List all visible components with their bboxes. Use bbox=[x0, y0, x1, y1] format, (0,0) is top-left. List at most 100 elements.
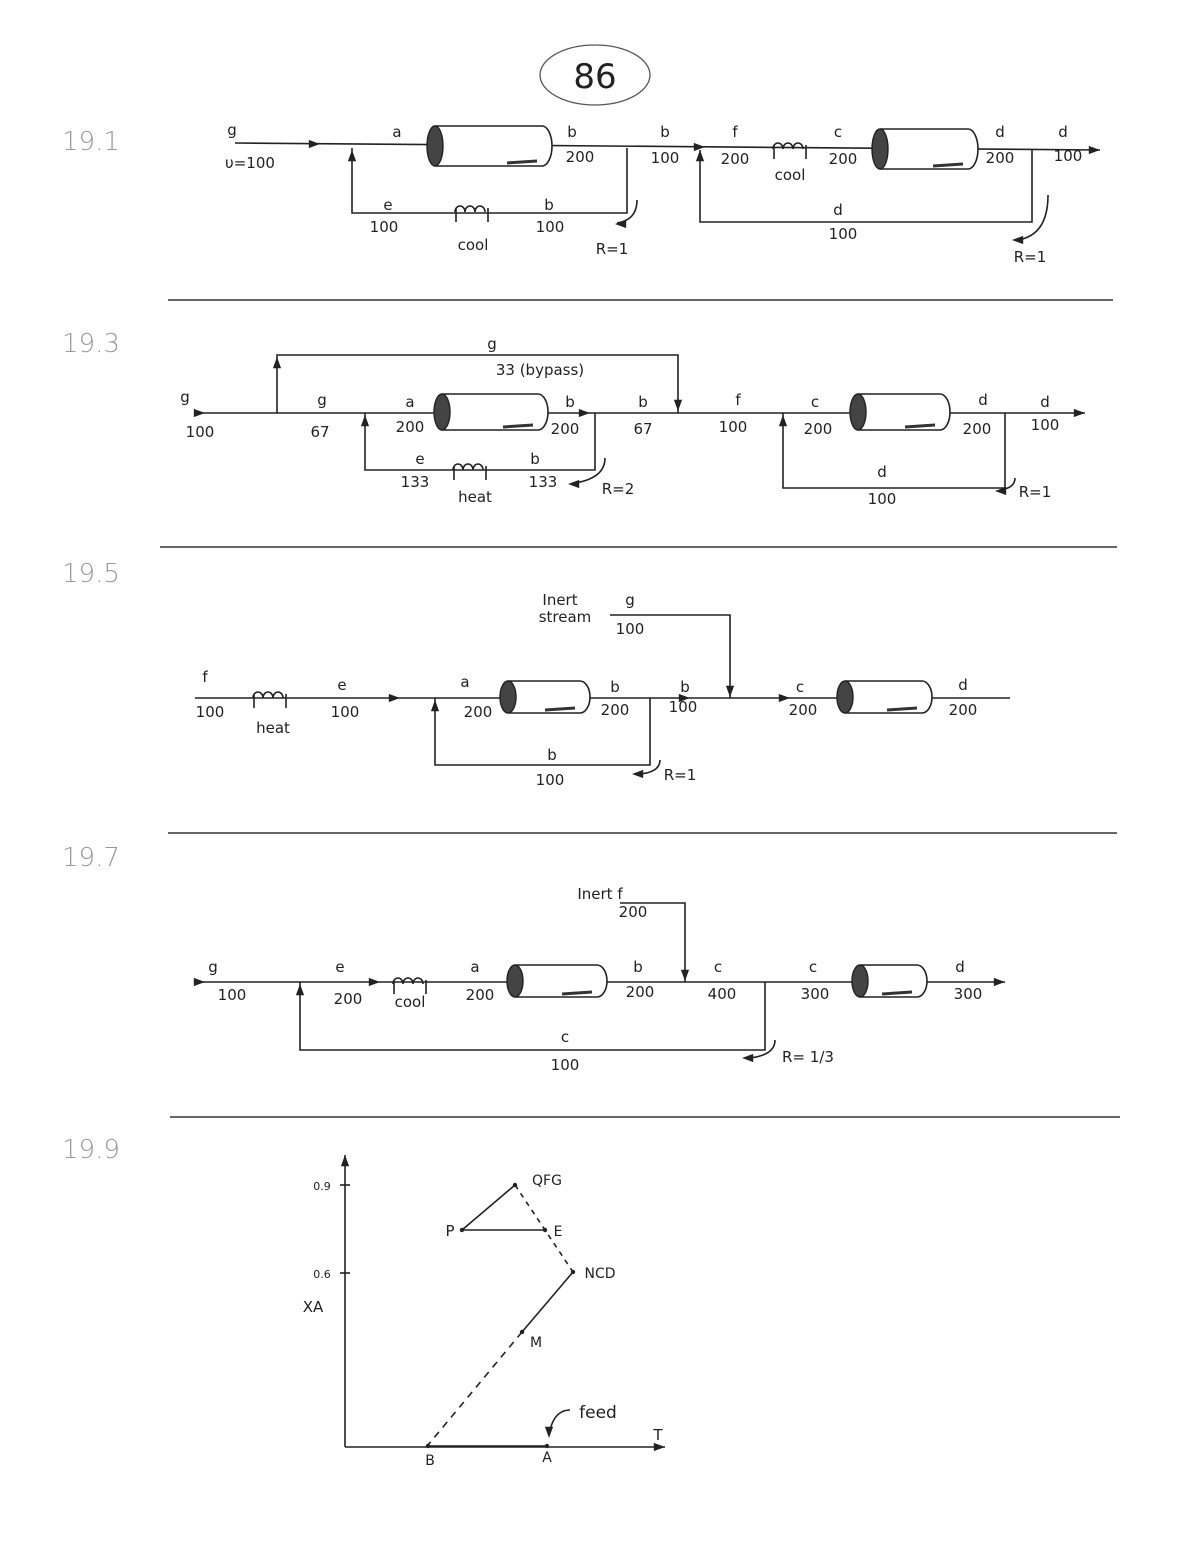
stream-label: d bbox=[1058, 123, 1068, 141]
heat-exchanger-coil-icon bbox=[392, 977, 427, 994]
stream-label: 100 bbox=[551, 1056, 580, 1074]
page-number-text: 86 bbox=[573, 57, 616, 97]
point-marker bbox=[425, 1443, 431, 1449]
stream-label: g bbox=[487, 335, 497, 353]
stream-label: b bbox=[530, 450, 540, 468]
stream-label: a bbox=[470, 958, 479, 976]
stream-label: 300 bbox=[954, 985, 983, 1003]
stream-label: cool bbox=[395, 993, 426, 1011]
stream-label: f bbox=[202, 668, 208, 686]
stream-label: g bbox=[180, 388, 190, 406]
stream-label: 200 bbox=[963, 420, 992, 438]
plot-label: NCD bbox=[584, 1266, 615, 1282]
plot-label: M bbox=[530, 1335, 542, 1351]
stream-label: 133 bbox=[401, 473, 430, 491]
problem-number: 19.7 bbox=[62, 843, 120, 873]
plot-label: T bbox=[652, 1426, 663, 1444]
stream-label: 100 bbox=[536, 218, 565, 236]
stream-label: 200 bbox=[566, 148, 595, 166]
stream-label: d bbox=[978, 391, 988, 409]
problem-number: 19.9 bbox=[62, 1135, 120, 1165]
stream-label: d bbox=[958, 676, 968, 694]
stream-label: stream bbox=[539, 608, 592, 626]
stream-label: 100 bbox=[196, 703, 225, 721]
arrow-icon bbox=[993, 977, 1005, 987]
stream-label: 67 bbox=[633, 420, 652, 438]
stream-label: υ=100 bbox=[225, 154, 275, 172]
reactor-inlet bbox=[499, 680, 517, 714]
stream-label: cool bbox=[775, 166, 806, 184]
stream-label: c bbox=[714, 958, 722, 976]
stream-label: d bbox=[877, 463, 887, 481]
arrow-icon bbox=[578, 408, 590, 418]
problem-number: 19.3 bbox=[62, 329, 120, 359]
heat-exchanger-coil-icon bbox=[452, 463, 487, 480]
arrow-icon bbox=[742, 1053, 754, 1063]
reactor-inlet bbox=[851, 964, 869, 998]
recycle-line bbox=[364, 413, 596, 471]
split-arrow bbox=[574, 457, 606, 484]
stream-label: 100 bbox=[536, 771, 565, 789]
stream-label: 200 bbox=[619, 903, 648, 921]
arrow-icon bbox=[340, 1155, 350, 1167]
arrow-icon bbox=[193, 408, 205, 418]
problem-number: 19.1 bbox=[62, 127, 120, 157]
stream-label: 67 bbox=[310, 423, 329, 441]
inert-line bbox=[620, 902, 686, 982]
stream-label: b bbox=[680, 678, 690, 696]
reactor-inlet bbox=[506, 964, 524, 998]
reactor-shading bbox=[544, 706, 576, 712]
stream-label: e bbox=[335, 958, 344, 976]
arrow-icon bbox=[1073, 408, 1085, 418]
stream-label: 100 bbox=[218, 986, 247, 1004]
point-marker bbox=[512, 1182, 518, 1188]
reactor-body bbox=[508, 680, 591, 714]
stream-label: 100 bbox=[719, 418, 748, 436]
recycle-line bbox=[782, 413, 1006, 489]
stream-label: b bbox=[547, 746, 557, 764]
arrow-icon bbox=[360, 415, 370, 427]
arrow-icon bbox=[725, 685, 735, 697]
arrow-icon bbox=[693, 142, 705, 152]
heat-exchanger-coil-icon bbox=[252, 691, 287, 708]
stream-label: a bbox=[392, 123, 401, 141]
reactor-shading bbox=[932, 162, 964, 168]
plot-label: 0.6 bbox=[313, 1268, 331, 1281]
inert-line bbox=[610, 614, 731, 698]
stream-label: b bbox=[610, 678, 620, 696]
arrow-icon bbox=[695, 150, 705, 162]
stream-label: b bbox=[638, 393, 648, 411]
stream-label: R=1 bbox=[1019, 483, 1052, 501]
stream-label: 200 bbox=[789, 701, 818, 719]
stream-label: c bbox=[834, 123, 842, 141]
arrow-icon bbox=[193, 977, 205, 987]
recycle-line bbox=[351, 148, 628, 214]
stream-label: 200 bbox=[949, 701, 978, 719]
heat-exchanger-coil-icon bbox=[772, 142, 807, 159]
stream-label: 300 bbox=[801, 985, 830, 1003]
stream-label: R= 1/3 bbox=[782, 1048, 834, 1066]
point-marker bbox=[542, 1227, 548, 1233]
stream-label: heat bbox=[458, 488, 492, 506]
stream-label: b bbox=[660, 123, 670, 141]
reactor-body bbox=[515, 964, 608, 998]
stream-label: Inert f bbox=[577, 885, 623, 903]
plot-label: B bbox=[425, 1453, 435, 1469]
arrow-icon bbox=[544, 1426, 554, 1438]
arrow-icon bbox=[995, 486, 1007, 496]
split-arrow bbox=[1017, 194, 1049, 241]
plot-label: XA bbox=[303, 1298, 324, 1316]
stream-label: 200 bbox=[464, 703, 493, 721]
stream-label: 133 bbox=[529, 473, 558, 491]
segment-dashed bbox=[427, 1331, 523, 1446]
recycle-line bbox=[434, 698, 651, 766]
stream-label: 100 bbox=[669, 698, 698, 716]
stream-label: 33 (bypass) bbox=[496, 361, 584, 379]
stream-label: b bbox=[633, 958, 643, 976]
arrow-icon bbox=[347, 150, 357, 162]
arrow-icon bbox=[615, 219, 627, 229]
reactor-shading bbox=[886, 706, 918, 712]
stream-label: 200 bbox=[804, 420, 833, 438]
